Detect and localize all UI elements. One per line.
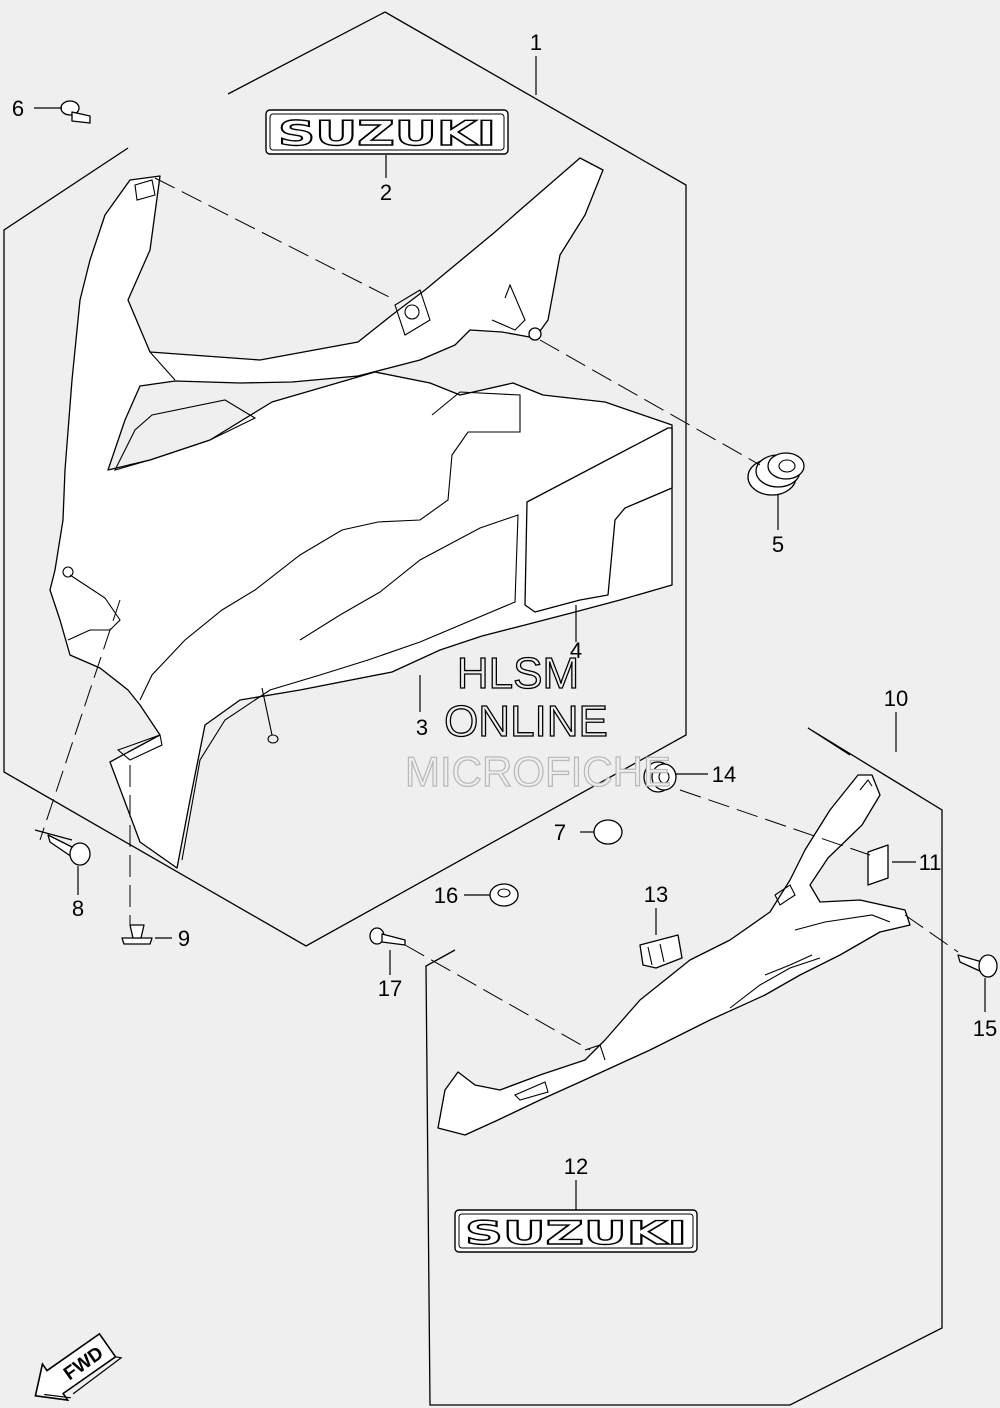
watermark-line3: MICROFICHE (405, 748, 671, 795)
fwd-arrow: FWD (34, 1332, 123, 1402)
clip-13[interactable] (639, 934, 683, 969)
assembly-lines (34, 177, 959, 1051)
callout-5[interactable]: 5 (772, 532, 784, 557)
callout-13[interactable]: 13 (644, 882, 668, 907)
grommet[interactable] (747, 452, 805, 496)
fwd-arrow-icon (34, 1332, 117, 1402)
cushion-7[interactable] (593, 819, 623, 845)
pad-11[interactable] (867, 844, 889, 886)
callout-12[interactable]: 12 (564, 1154, 588, 1179)
callout-7[interactable]: 7 (554, 820, 566, 845)
watermark-line1: HLSM (457, 649, 579, 698)
screw-6[interactable] (60, 100, 91, 124)
callout-9[interactable]: 9 (178, 926, 190, 951)
grommet-14[interactable] (643, 761, 677, 793)
callout-2[interactable]: 2 (380, 180, 392, 205)
callout-3[interactable]: 3 (416, 715, 428, 740)
watermark-line2: ONLINE (444, 697, 608, 746)
group-1-box (3, 11, 687, 947)
suzuki-logo-lower-text: SUZUKI (465, 1214, 687, 1252)
suzuki-logo-upper-text: SUZUKI (278, 114, 496, 154)
callout-10[interactable]: 10 (884, 686, 908, 711)
callout-1[interactable]: 1 (530, 30, 542, 55)
upper-cowling[interactable] (49, 157, 673, 869)
callout-8[interactable]: 8 (72, 896, 84, 921)
callout-16[interactable]: 16 (434, 883, 458, 908)
suzuki-emblem-upper[interactable]: SUZUKI (265, 109, 509, 155)
under-cowling[interactable] (437, 774, 911, 1136)
inner-panel[interactable] (524, 427, 673, 613)
callout-numbers: 1 2 3 4 5 6 7 8 9 10 11 12 13 14 15 16 1… (12, 30, 997, 1179)
callout-15[interactable]: 15 (973, 1016, 997, 1041)
group-10-box (425, 727, 943, 1406)
nut-16[interactable] (489, 883, 519, 907)
callout-11[interactable]: 11 (919, 850, 942, 875)
bolt-15[interactable] (957, 954, 998, 978)
bolt-8[interactable] (47, 834, 91, 866)
callout-17[interactable]: 17 (378, 976, 402, 1001)
clip-9[interactable] (121, 924, 153, 945)
suzuki-emblem-lower[interactable]: SUZUKI (454, 1209, 698, 1253)
screw-17[interactable] (369, 927, 406, 946)
callout-14[interactable]: 14 (712, 762, 736, 787)
watermark: HLSM ONLINE MICROFICHE (404, 648, 671, 795)
leader-lines (34, 56, 986, 1210)
callout-6[interactable]: 6 (12, 96, 24, 121)
callout-4[interactable]: 4 (570, 638, 582, 663)
